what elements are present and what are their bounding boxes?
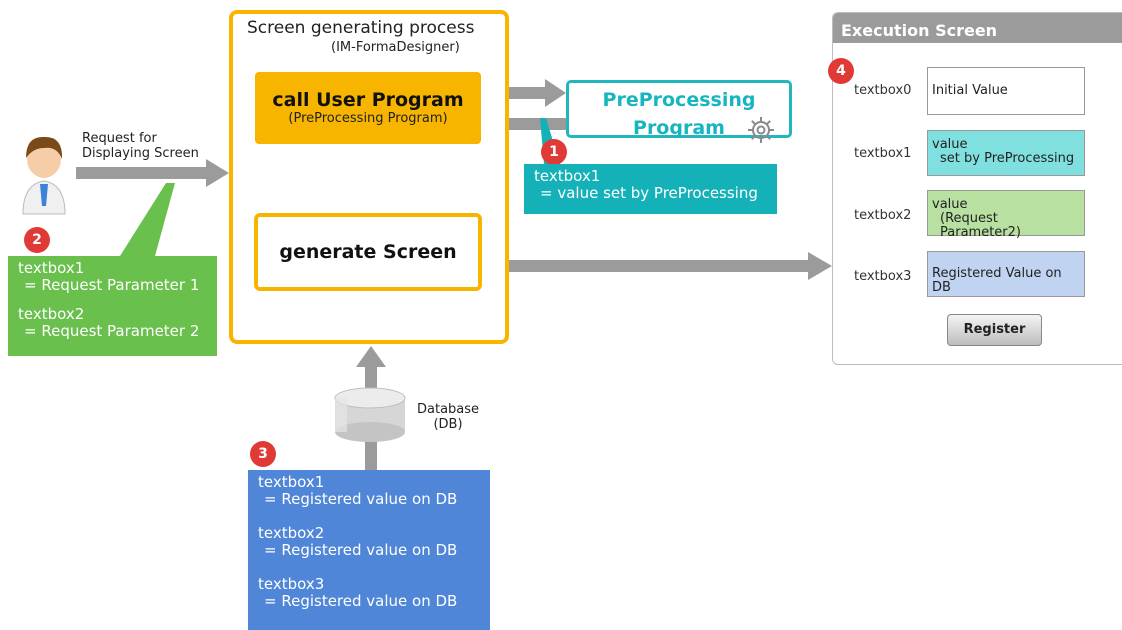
generate-screen-box: generate Screen	[254, 213, 482, 291]
textbox1-field[interactable]: value set by PreProcessing	[927, 130, 1085, 176]
database-icon	[334, 387, 406, 442]
textbox2-field[interactable]: value (Request Parameter2)	[927, 190, 1085, 240]
callout-three-line6: = Registered value on DB	[264, 592, 458, 610]
textbox3-value: Registered Value on DB	[932, 266, 1062, 295]
call-user-program-box: call User Program (PreProcessing Program…	[255, 72, 481, 144]
textbox1-line2: set by PreProcessing	[940, 151, 1075, 166]
callout-one-line1: textbox1	[534, 167, 601, 185]
request-label: Request for Displaying Screen	[82, 131, 199, 161]
generate-screen-label: generate Screen	[279, 241, 457, 263]
textbox1-label: textbox1	[854, 146, 912, 161]
database-label-line1: Database	[417, 402, 480, 417]
badge-4: 4	[828, 58, 854, 84]
textbox2-label: textbox2	[854, 208, 912, 223]
callout-two-line1: textbox1	[18, 259, 85, 277]
gear-icon	[748, 117, 774, 143]
callout-two-pointer	[120, 183, 175, 256]
textbox0-field[interactable]: Initial Value	[927, 67, 1085, 115]
execution-screen-title: Execution Screen	[833, 13, 1122, 43]
textbox0-label: textbox0	[854, 83, 912, 98]
callout-three-line5: textbox3	[258, 575, 325, 593]
textbox2-line2: (Request Parameter2)	[940, 211, 1021, 240]
textbox0-value: Initial Value	[932, 83, 1008, 98]
database-label: Database (DB)	[417, 402, 479, 432]
preprocessing-program-box: PreProcessing Program	[566, 80, 792, 139]
execution-screen-window: Execution Screen textbox0 Initial Value …	[832, 12, 1122, 365]
callout-two-line2: = Request Parameter 1	[24, 276, 200, 294]
badge-2: 2	[24, 227, 50, 253]
callout-three-line2: = Registered value on DB	[264, 490, 458, 508]
textbox2-line1: value	[932, 197, 968, 212]
callout-preprocessing-value: textbox1 = value set by PreProcessing	[524, 164, 777, 214]
callout-one-line2: = value set by PreProcessing	[540, 184, 758, 202]
callout-two-line4: = Request Parameter 2	[24, 322, 200, 340]
database-label-line2: (DB)	[433, 417, 463, 432]
generate-to-execution-arrow	[509, 252, 832, 280]
screen-generating-process-box: Screen generating process (IM-FormaDesig…	[229, 10, 509, 344]
call-user-program-subtitle: (PreProcessing Program)	[288, 111, 448, 126]
badge-3: 3	[250, 441, 276, 467]
callout-two-line3: textbox2	[18, 305, 85, 323]
callout-three-line4: = Registered value on DB	[264, 541, 458, 559]
callout-three-line1: textbox1	[258, 473, 325, 491]
process-subtitle: (IM-FormaDesigner)	[331, 40, 460, 55]
process-title: Screen generating process	[247, 18, 475, 38]
preprocessing-line1: PreProcessing	[602, 89, 756, 111]
request-arrow	[76, 159, 229, 187]
badge-1: 1	[541, 139, 567, 165]
request-label-line1: Request for	[82, 131, 157, 146]
textbox3-label: textbox3	[854, 269, 912, 284]
preprocessing-line2: Program	[633, 117, 725, 139]
callout-request-parameters: textbox1 = Request Parameter 1 textbox2 …	[8, 256, 217, 356]
call-user-program-title: call User Program	[272, 89, 464, 111]
request-label-line2: Displaying Screen	[82, 146, 199, 161]
callout-three-line3: textbox2	[258, 524, 325, 542]
person-icon	[22, 136, 66, 215]
register-button[interactable]: Register	[947, 314, 1042, 346]
callout-db-values: textbox1 = Registered value on DB textbo…	[248, 470, 490, 630]
textbox3-field[interactable]: Registered Value on DB	[927, 251, 1085, 297]
textbox1-line1: value	[932, 137, 968, 152]
